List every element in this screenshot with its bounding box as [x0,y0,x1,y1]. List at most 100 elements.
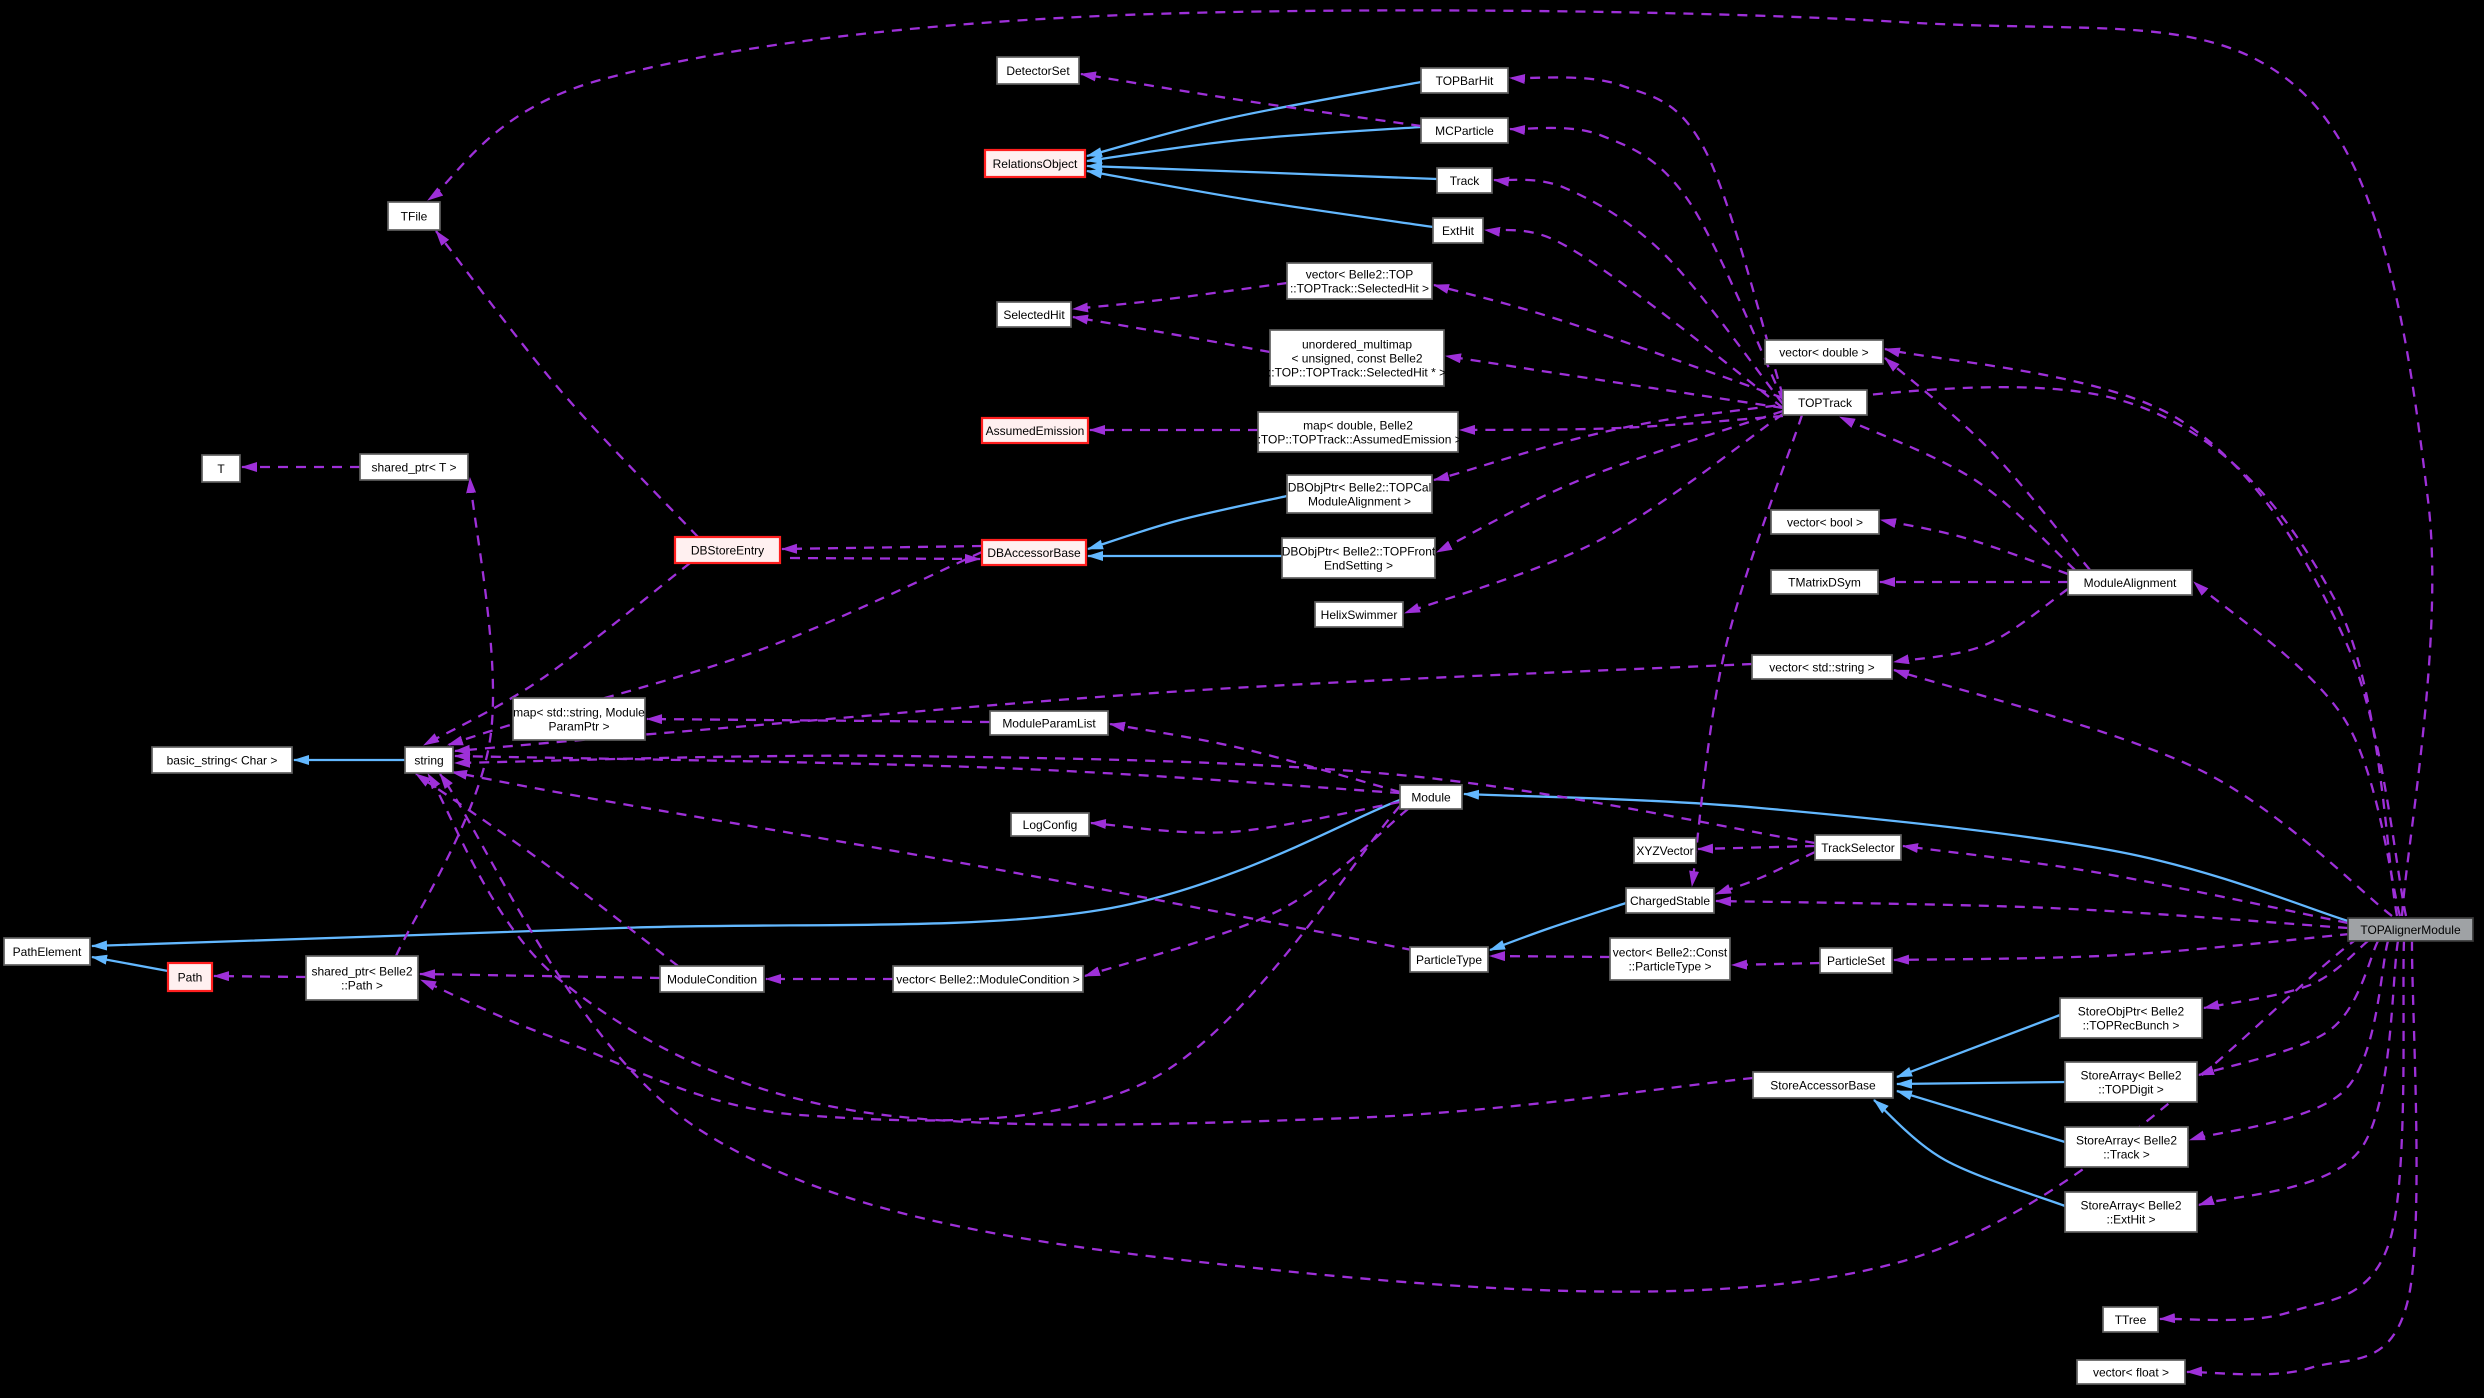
class-node-box-xyz_vector [1633,837,1697,864]
class-node-box-module_condition [659,965,765,993]
class-node-label-helix_swimmer: HelixSwimmer [1321,608,1398,622]
class-node-box-charged_stable [1625,887,1715,914]
class-node-box-vector_float [2076,1359,2186,1385]
class-node-unordered_multimap[interactable]: unordered_multimap< unsigned, const Bell… [1268,329,1446,387]
class-node-top_bar_hit[interactable]: TOPBarHit [1420,67,1509,94]
class-node-label-mc_particle: MCParticle [1435,124,1494,138]
class-node-db_store_entry[interactable]: DBStoreEntry [673,535,782,565]
class-node-string[interactable]: string [404,746,454,774]
edge-usage-module_alignment-to-vector_bool [1880,518,2069,576]
edge-usage-module_alignment-to-top_track [1839,415,2076,571]
class-node-xyz_vector[interactable]: XYZVector [1633,837,1697,864]
class-node-label-basic_string_char: basic_string< Char > [167,754,278,768]
class-node-box-top_aligner_module [2347,917,2474,942]
class-node-store_array_topdigit[interactable]: StoreArray< Belle2::TOPDigit > [2064,1061,2198,1103]
edge-usage-top_track-to-mc_particle [1509,124,1785,401]
class-node-store_objptr_recbunch[interactable]: StoreObjPtr< Belle2::TOPRecBunch > [2059,997,2203,1039]
edge-usage-top_aligner_module-to-tfile [427,9,2434,917]
edge-inherit-store_array_track-to-store_accessor_base [1896,1089,2066,1144]
class-node-box-particle_set [1819,947,1893,974]
class-node-helix_swimmer[interactable]: HelixSwimmer [1314,601,1404,628]
class-node-store_accessor_base[interactable]: StoreAccessorBase [1752,1071,1894,1099]
class-node-module[interactable]: Module [1399,784,1463,810]
class-node-box-db_store_entry [673,535,782,565]
class-node-vector_double[interactable]: vector< double > [1764,339,1884,365]
class-node-charged_stable[interactable]: ChargedStable [1625,887,1715,914]
edge-usage-top_aligner_module-to-store_array_topdigit [2198,940,2380,1077]
class-node-vector_float[interactable]: vector< float > [2076,1359,2186,1385]
edge-usage-module_alignment-to-vector_double [1884,357,2091,571]
class-node-box-vector_module_condition [892,965,1084,993]
edge-usage-module_condition-to-shared_ptr_path [419,969,661,980]
class-node-store_array_track[interactable]: StoreArray< Belle2::Track > [2064,1126,2189,1168]
edge-usage-top_aligner_module-to-track_selector [1902,843,2349,925]
edge-usage-vector_particle_type-to-particle_type [1489,951,1611,962]
class-node-t[interactable]: T [201,454,241,483]
class-node-vector_string[interactable]: vector< std::string > [1751,654,1893,680]
class-node-path_element[interactable]: PathElement [3,937,91,966]
edge-usage-particle_set-to-vector_particle_type [1731,959,1821,970]
class-node-track_selector[interactable]: TrackSelector [1814,834,1902,861]
edge-usage-store_accessor_base-to-string [427,773,1754,1126]
class-node-box-helix_swimmer [1314,601,1404,628]
class-node-label-ttree: TTree [2115,1313,2147,1327]
class-node-basic_string_char[interactable]: basic_string< Char > [151,746,293,774]
class-node-path[interactable]: Path [166,961,214,993]
class-node-ttree[interactable]: TTree [2102,1306,2159,1333]
class-node-ext_hit[interactable]: ExtHit [1432,217,1484,244]
class-node-box-path_element [3,937,91,966]
class-node-label-relations_object: RelationsObject [993,157,1078,171]
class-node-store_array_exthit[interactable]: StoreArray< Belle2::ExtHit > [2064,1191,2198,1233]
class-node-selected_hit[interactable]: SelectedHit [996,301,1072,328]
class-node-box-assumed_emission [980,416,1090,445]
class-node-module_alignment[interactable]: ModuleAlignment [2067,569,2193,596]
edge-usage-mc_particle-to-detector_set [1080,71,1422,128]
class-node-vector_module_condition[interactable]: vector< Belle2::ModuleCondition > [892,965,1084,993]
edge-usage-top_track-to-vector_selected_hit [1433,283,1784,400]
class-node-log_config[interactable]: LogConfig [1010,812,1090,837]
edge-usage-track_selector-to-string [454,754,1816,845]
class-node-box-t [201,454,241,483]
class-node-top_aligner_module[interactable]: TOPAlignerModule [2347,917,2474,942]
class-node-tfile[interactable]: TFile [387,201,441,231]
class-node-shared_ptr_t[interactable]: shared_ptr< T > [359,453,469,481]
class-node-db_accessor_base[interactable]: DBAccessorBase [980,538,1088,567]
class-node-mc_particle[interactable]: MCParticle [1420,117,1509,144]
edge-usage-top_aligner_module-to-dbobjptr_topcal [1433,386,2399,917]
edge-inherit-top_bar_hit-to-relations_object [1086,80,1422,158]
class-node-label-particle_set: ParticleSet [1827,954,1886,968]
class-node-vector_selected_hit[interactable]: vector< Belle2::TOP::TOPTrack::SelectedH… [1286,262,1433,300]
class-node-module_param_list[interactable]: ModuleParamList [989,710,1109,736]
class-node-box-map_assumed_emission [1257,411,1459,453]
class-node-box-vector_selected_hit [1286,262,1433,300]
class-node-top_track[interactable]: TOPTrack [1782,389,1868,416]
class-node-track[interactable]: Track [1436,167,1493,194]
edge-usage-db_store_entry-to-string [423,562,691,747]
edge-usage-track_selector-to-xyz_vector [1697,843,1816,854]
edge-usage-top_track-to-unordered_multimap [1445,353,1784,410]
edge-inherit-ext_hit-to-relations_object [1086,168,1434,229]
class-node-detector_set[interactable]: DetectorSet [996,56,1080,85]
class-node-vector_particle_type[interactable]: vector< Belle2::Const::ParticleType > [1609,937,1731,981]
class-node-vector_bool[interactable]: vector< bool > [1770,509,1880,535]
class-node-map_assumed_emission[interactable]: map< double, Belle2::TOP::TOPTrack::Assu… [1254,411,1462,453]
edge-usage-module-to-shared_ptr_path [420,805,1401,1122]
class-node-box-store_array_topdigit [2064,1061,2198,1103]
class-node-relations_object[interactable]: RelationsObject [983,148,1087,179]
edge-usage-top_aligner_module-to-store_array_exthit [2198,940,2400,1207]
class-node-tmatrixdsym[interactable]: TMatrixDSym [1770,569,1879,595]
class-node-shared_ptr_path[interactable]: shared_ptr< Belle2::Path > [305,955,419,1001]
class-node-label-charged_stable: ChargedStable [1630,894,1710,908]
class-node-particle_type[interactable]: ParticleType [1409,946,1489,973]
class-node-box-module [1399,784,1463,810]
class-node-module_condition[interactable]: ModuleCondition [659,965,765,993]
edge-usage-top_aligner_module-to-store_objptr_recbunch [2203,940,2369,1010]
class-node-box-store_objptr_recbunch [2059,997,2203,1039]
class-node-assumed_emission[interactable]: AssumedEmission [980,416,1090,445]
class-node-particle_set[interactable]: ParticleSet [1819,947,1893,974]
